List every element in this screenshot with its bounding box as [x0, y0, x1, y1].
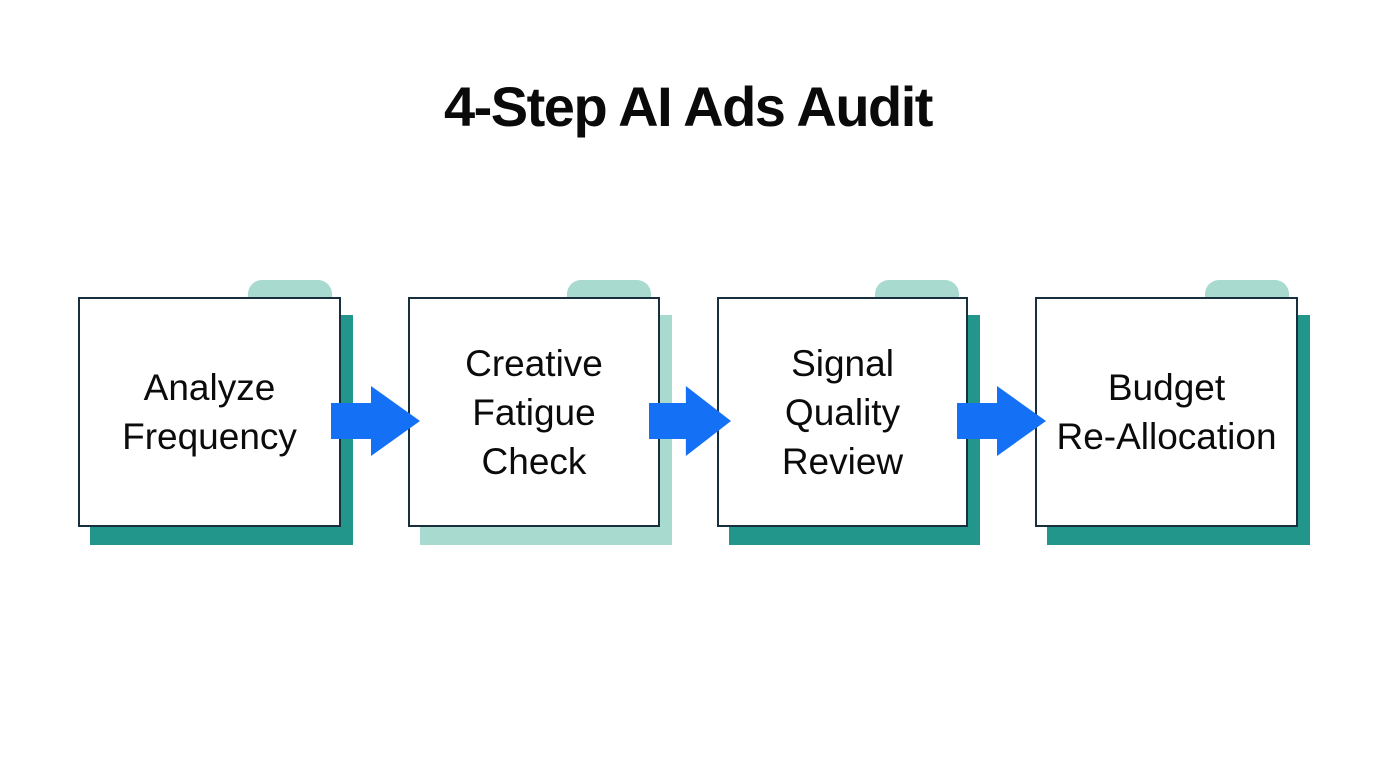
page-title: 4-Step AI Ads Audit [444, 75, 933, 138]
arrow-right-icon [957, 386, 1046, 456]
arrow-right-icon [649, 386, 731, 456]
step-label-line: Budget [1107, 367, 1226, 408]
step-label-line: Creative [465, 342, 603, 384]
step-analyze-frequency: Analyze Frequency [78, 280, 353, 545]
step-label-line: Frequency [122, 416, 297, 457]
step-label-line: Re-Allocation [1056, 416, 1277, 457]
step-label-line: Check [481, 440, 587, 482]
step-label-line: Review [781, 440, 904, 482]
step-box: Creative Fatigue Check [408, 297, 660, 527]
step-label-line: Quality [784, 391, 901, 433]
step-creative-fatigue-check: Creative Fatigue Check [408, 280, 672, 545]
step-signal-quality-review: Signal Quality Review [717, 280, 980, 545]
step-box: Analyze Frequency [78, 297, 341, 527]
arrow-right-icon [331, 386, 420, 456]
step-label-line: Fatigue [472, 391, 596, 433]
step-box: Signal Quality Review [717, 297, 968, 527]
step-budget-re-allocation: Budget Re-Allocation [1035, 280, 1310, 545]
step-box: Budget Re-Allocation [1035, 297, 1298, 527]
step-label-line: Analyze [143, 367, 276, 408]
step-label-line: Signal [791, 342, 894, 384]
